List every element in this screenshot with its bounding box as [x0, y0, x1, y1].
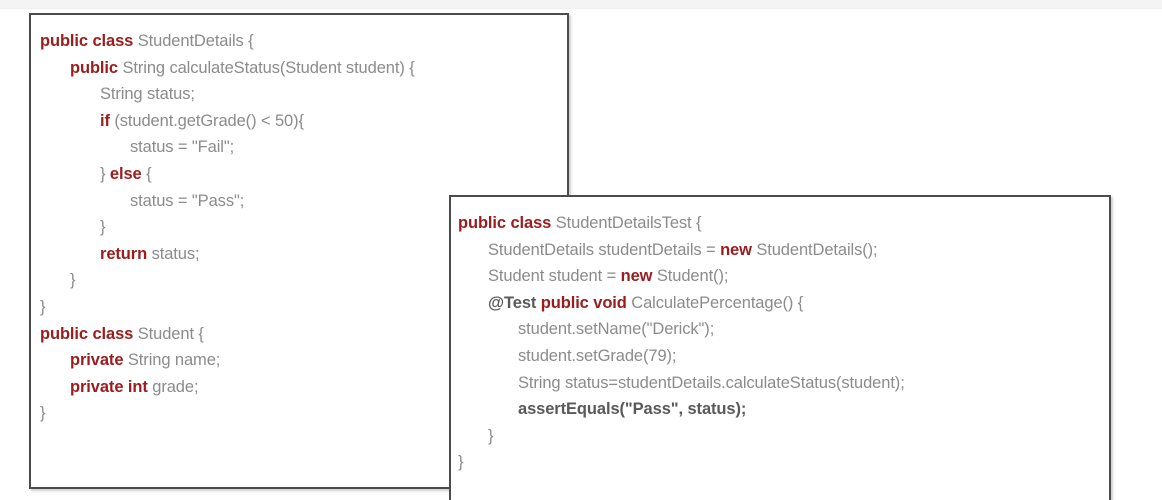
code-text: String status;	[100, 85, 195, 104]
code-keyword: return	[100, 244, 152, 263]
code-text: (student.getGrade() < 50){	[114, 111, 304, 130]
code-text: String name;	[127, 351, 221, 370]
code-text: }	[40, 297, 46, 316]
code-keyword: public class	[458, 214, 556, 232]
code-keyword: public void	[540, 293, 632, 312]
code-line: status = "Pass";	[31, 188, 567, 215]
code-text: status;	[151, 244, 200, 263]
test-code-lines: public class StudentDetailsTest {Student…	[451, 197, 1109, 476]
top-background-strip	[0, 0, 1162, 9]
code-line: public class StudentDetailsTest {	[451, 210, 1109, 237]
source-code-lines: public class StudentDetails {public Stri…	[31, 15, 567, 427]
code-line: public String calculateStatus(Student st…	[31, 55, 567, 82]
code-text: }	[488, 426, 494, 445]
code-line: status = "Fail";	[31, 134, 567, 161]
code-text: }	[100, 218, 106, 237]
code-line: public class Student {	[31, 321, 567, 348]
code-line: assertEquals("Pass", status);	[451, 396, 1109, 423]
code-text: grade;	[152, 377, 199, 396]
code-text: String calculateStatus(Student student) …	[122, 58, 415, 77]
code-text: Student student =	[488, 267, 621, 286]
code-keyword: else	[109, 164, 147, 183]
code-line: }	[31, 267, 567, 294]
code-keyword: new	[720, 240, 757, 259]
code-line: Student student = new Student();	[451, 263, 1109, 290]
code-text: }	[100, 164, 110, 183]
code-line: StudentDetails studentDetails = new Stud…	[451, 237, 1109, 264]
code-line: } else {	[31, 161, 567, 188]
code-keyword: public class	[40, 32, 138, 50]
code-keyword: public class	[40, 324, 138, 343]
code-line: student.setName("Derick");	[451, 316, 1109, 343]
code-line: }	[31, 294, 567, 321]
code-text: Student {	[137, 324, 204, 343]
code-text: status = "Fail";	[130, 138, 235, 157]
code-text: String status=studentDetails.calculateSt…	[518, 373, 905, 392]
code-text: CalculatePercentage() {	[631, 293, 804, 312]
code-text: Student();	[656, 267, 729, 286]
code-line: student.setGrade(79);	[451, 343, 1109, 370]
code-text: StudentDetails();	[756, 240, 878, 259]
code-line: String status=studentDetails.calculateSt…	[451, 370, 1109, 397]
code-annotation: @Test	[488, 293, 541, 312]
code-line: return status;	[31, 241, 567, 268]
code-text: }	[40, 404, 46, 423]
code-text: StudentDetailsTest {	[555, 214, 702, 232]
code-line: public class StudentDetails {	[31, 28, 567, 55]
code-keyword: private int	[70, 377, 153, 396]
code-assertion: assertEquals("Pass", status);	[518, 400, 747, 419]
code-text: }	[70, 271, 76, 290]
code-line: }	[31, 400, 567, 427]
code-text: StudentDetails studentDetails =	[488, 240, 721, 259]
code-line: }	[451, 449, 1109, 476]
code-line: private int grade;	[31, 374, 567, 401]
code-text: student.setName("Derick");	[518, 320, 715, 339]
code-keyword: new	[620, 267, 657, 286]
code-text: student.setGrade(79);	[518, 346, 677, 365]
code-line: }	[451, 423, 1109, 450]
code-keyword: if	[100, 111, 115, 130]
code-line: }	[31, 214, 567, 241]
code-line: if (student.getGrade() < 50){	[31, 108, 567, 135]
code-keyword: public	[70, 58, 123, 77]
code-text: {	[146, 164, 152, 183]
code-text: status = "Pass";	[130, 191, 245, 210]
code-line: String status;	[31, 81, 567, 108]
code-line: @Test public void CalculatePercentage() …	[451, 290, 1109, 317]
code-text: StudentDetails {	[137, 32, 254, 50]
code-line: private String name;	[31, 347, 567, 374]
code-keyword: private	[70, 351, 128, 370]
code-text: }	[458, 453, 464, 472]
test-code-box: public class StudentDetailsTest {Student…	[449, 195, 1111, 500]
